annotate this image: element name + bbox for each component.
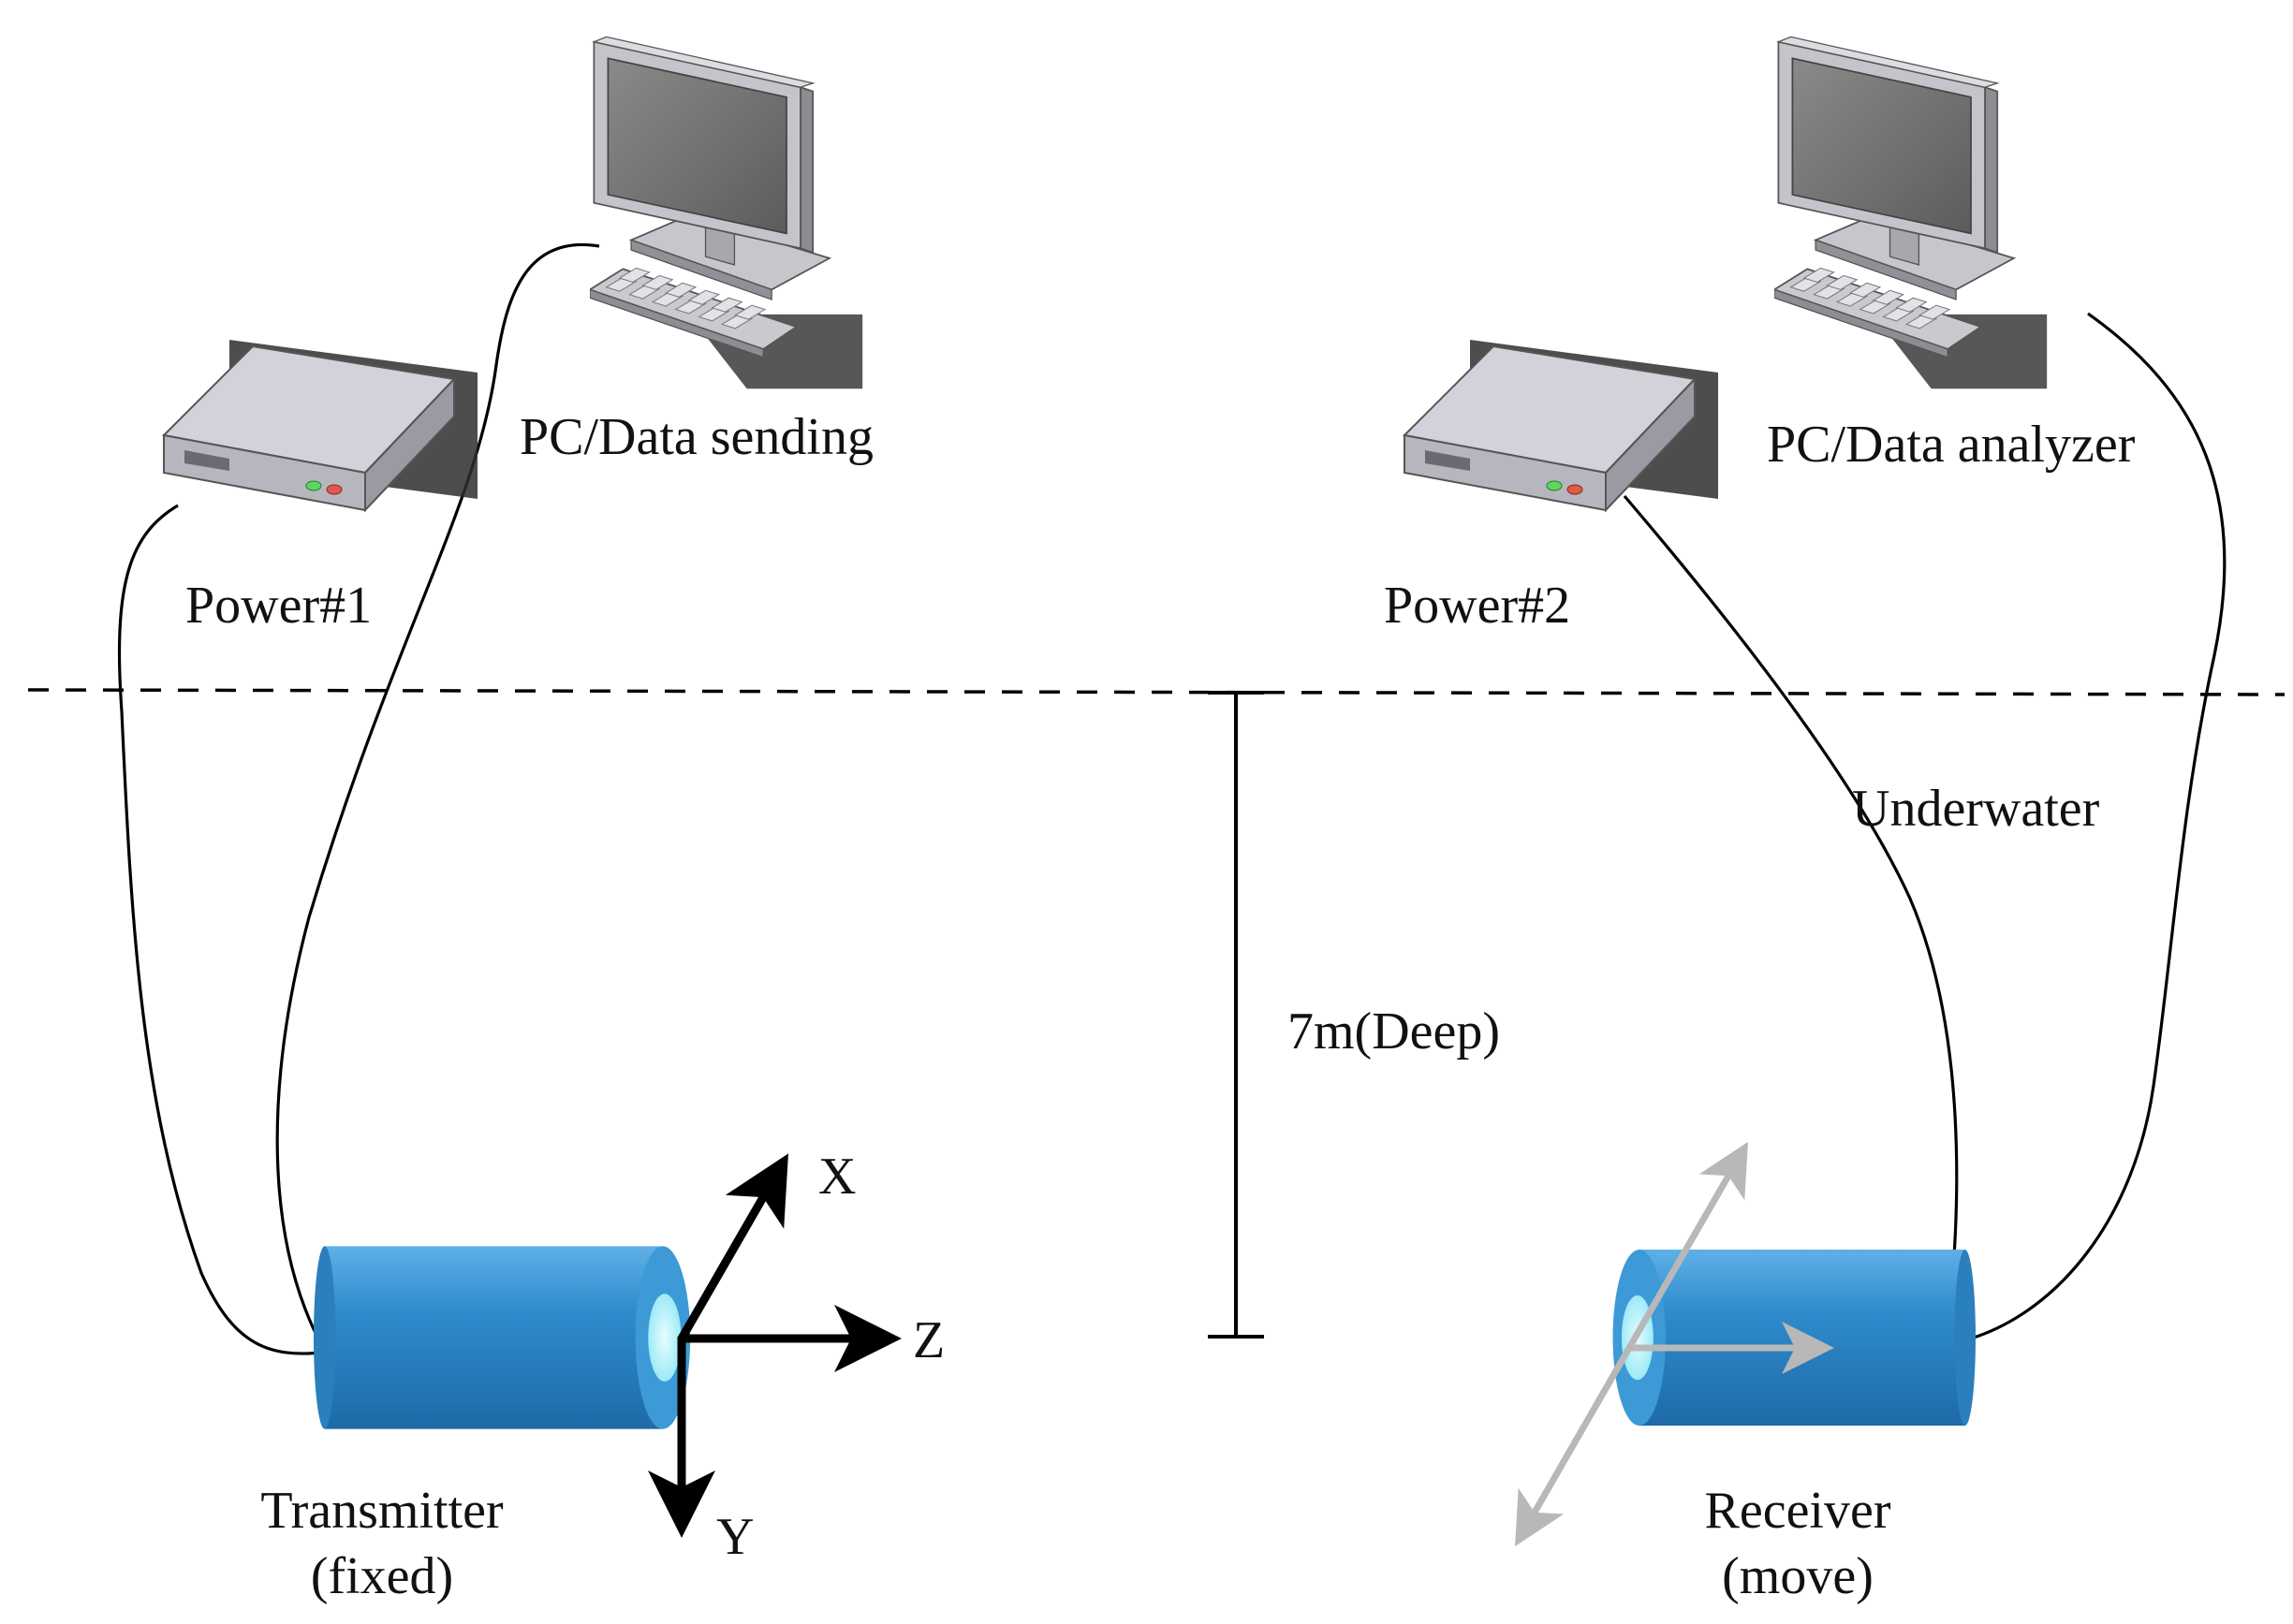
depth-scale <box>1208 691 1264 1339</box>
axis-y-label: Y <box>716 1508 754 1566</box>
receiver-label-line2: (move) <box>1722 1547 1874 1605</box>
transmitter-cylinder-icon <box>314 1246 691 1429</box>
underwater-label: Underwater <box>1852 780 2100 838</box>
transmitter-axes <box>648 1153 902 1538</box>
receiver-axis-diagonal-down <box>1515 1344 1633 1547</box>
pc-sending-label: PC/Data sending <box>520 408 874 466</box>
receiver-axis-diagonal-up <box>1625 1141 1748 1352</box>
axis-x-label: X <box>818 1148 856 1206</box>
receiver-axes <box>1515 1141 1834 1547</box>
pc-sending-cable <box>275 242 600 1349</box>
depth-label: 7m(Deep) <box>1287 1002 1500 1061</box>
pc-sending-icon <box>590 36 864 390</box>
transmitter-label-line2: (fixed) <box>311 1547 453 1605</box>
power2-label: Power#2 <box>1384 577 1570 635</box>
pc-analyzer-label: PC/Data analyzer <box>1767 416 2136 474</box>
power2-cable <box>1623 494 1959 1330</box>
power1-cable <box>117 504 324 1355</box>
power1-label: Power#1 <box>185 577 372 635</box>
pc-analyzer-icon <box>1774 36 2049 390</box>
axis-z-label: Z <box>913 1311 945 1369</box>
pc-analyzer-cable <box>1970 312 2227 1340</box>
water-surface-line <box>27 688 2286 696</box>
power2-box-icon <box>1403 338 1720 512</box>
transmitter-label-line1: Transmitter <box>260 1482 504 1540</box>
power1-box-icon <box>162 338 479 512</box>
axis-x-arrow <box>677 1153 788 1343</box>
receiver-label-line1: Receiver <box>1705 1482 1891 1540</box>
